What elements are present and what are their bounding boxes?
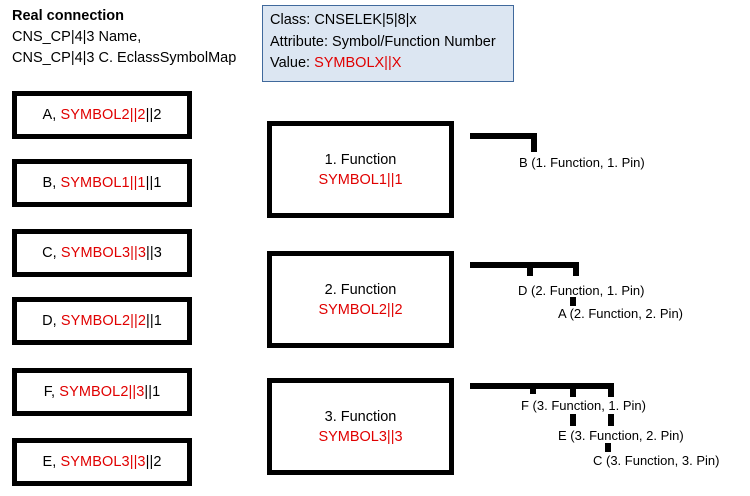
pin-label-f: F (3. Function, 1. Pin)	[521, 398, 646, 413]
connection-suffix: ||1	[146, 313, 162, 329]
connection-prefix: E,	[42, 454, 61, 470]
function-title: 3. Function	[324, 408, 397, 425]
connection-box-e[interactable]: E, SYMBOL3||3||2	[12, 438, 192, 486]
info-attribute-line: Attribute: Symbol/Function Number	[270, 33, 496, 50]
function-symbol: SYMBOL3||3	[318, 428, 403, 445]
connection-prefix: B,	[42, 175, 61, 191]
info-value-text: SYMBOLX||X	[314, 55, 402, 71]
page-title: Real connection	[12, 8, 124, 24]
connection-suffix: ||2	[145, 454, 162, 470]
connection-suffix: ||3	[146, 245, 162, 261]
connection-box-d[interactable]: D, SYMBOL2||2||1	[12, 297, 192, 345]
pin-label-d: D (2. Function, 1. Pin)	[518, 283, 645, 298]
header-block: Real connection CNS_CP|4|3 Name, CNS_CP|…	[12, 6, 252, 69]
connector-bar-3	[470, 383, 614, 389]
connection-symbol: SYMBOL3||3	[60, 245, 147, 261]
connection-symbol: SYMBOL2||2	[60, 107, 146, 123]
connector-stub-3-5	[608, 414, 614, 426]
pin-label-e: E (3. Function, 2. Pin)	[558, 428, 684, 443]
info-class-line: Class: CNSELEK|5|8|x	[270, 12, 417, 28]
info-value-prefix: Value:	[270, 55, 315, 71]
connection-label: E, SYMBOL3||3||2	[42, 454, 161, 470]
connector-stub-3-1	[530, 383, 536, 394]
pin-label-c: C (3. Function, 3. Pin)	[593, 453, 720, 468]
function-title: 1. Function	[324, 151, 397, 168]
connection-box-a[interactable]: A, SYMBOL2||2||2	[12, 91, 192, 139]
connection-label: D, SYMBOL2||2||1	[42, 313, 162, 329]
connection-symbol: SYMBOL3||3	[60, 454, 146, 470]
connector-stub-3-2	[570, 383, 576, 397]
connection-suffix: ||1	[144, 384, 161, 400]
connector-stub-2-3	[570, 297, 576, 306]
connector-stub-3-3	[608, 383, 614, 397]
pin-label-a: A (2. Function, 2. Pin)	[558, 306, 684, 321]
header-line-1: CNS_CP|4|3 Name,	[12, 29, 142, 45]
function-title: 2. Function	[324, 281, 397, 298]
connector-stub-2-2	[573, 262, 579, 276]
info-box: Class: CNSELEK|5|8|x Attribute: Symbol/F…	[262, 5, 514, 82]
function-symbol: SYMBOL2||2	[318, 301, 403, 318]
info-value-line: Value: SYMBOLX||X	[270, 53, 506, 75]
connection-prefix: F,	[43, 384, 60, 400]
pin-label-b: B (1. Function, 1. Pin)	[519, 155, 645, 170]
connection-prefix: A,	[42, 107, 61, 123]
function-box-1[interactable]: 1. Function SYMBOL1||1	[267, 121, 454, 218]
connection-symbol: SYMBOL2||3	[59, 384, 145, 400]
connection-symbol: SYMBOL1||1	[60, 175, 146, 191]
connection-suffix: ||1	[145, 175, 162, 191]
function-box-2[interactable]: 2. Function SYMBOL2||2	[267, 251, 454, 348]
connection-suffix: ||2	[145, 107, 162, 123]
function-symbol: SYMBOL1||1	[318, 171, 403, 188]
connection-prefix: C,	[42, 245, 61, 261]
connection-label: F, SYMBOL2||3||1	[44, 384, 161, 400]
connection-label: A, SYMBOL2||2||2	[42, 107, 161, 123]
function-box-3[interactable]: 3. Function SYMBOL3||3	[267, 378, 454, 475]
connector-stub-1-1	[531, 133, 537, 152]
connector-bar-1	[470, 133, 537, 139]
connection-prefix: D,	[42, 313, 61, 329]
connection-label: B, SYMBOL1||1||1	[42, 175, 161, 191]
connector-stub-3-4	[570, 414, 576, 426]
connection-box-b[interactable]: B, SYMBOL1||1||1	[12, 159, 192, 207]
connection-label: C, SYMBOL3||3||3	[42, 245, 162, 261]
connection-box-c[interactable]: C, SYMBOL3||3||3	[12, 229, 192, 277]
connection-symbol: SYMBOL2||2	[60, 313, 147, 329]
header-line-2: CNS_CP|4|3 C. EclassSymbolMap	[12, 50, 237, 66]
connector-stub-3-6	[605, 443, 611, 452]
connector-stub-2-1	[527, 262, 533, 276]
connector-bar-2	[470, 262, 579, 268]
connection-box-f[interactable]: F, SYMBOL2||3||1	[12, 368, 192, 416]
